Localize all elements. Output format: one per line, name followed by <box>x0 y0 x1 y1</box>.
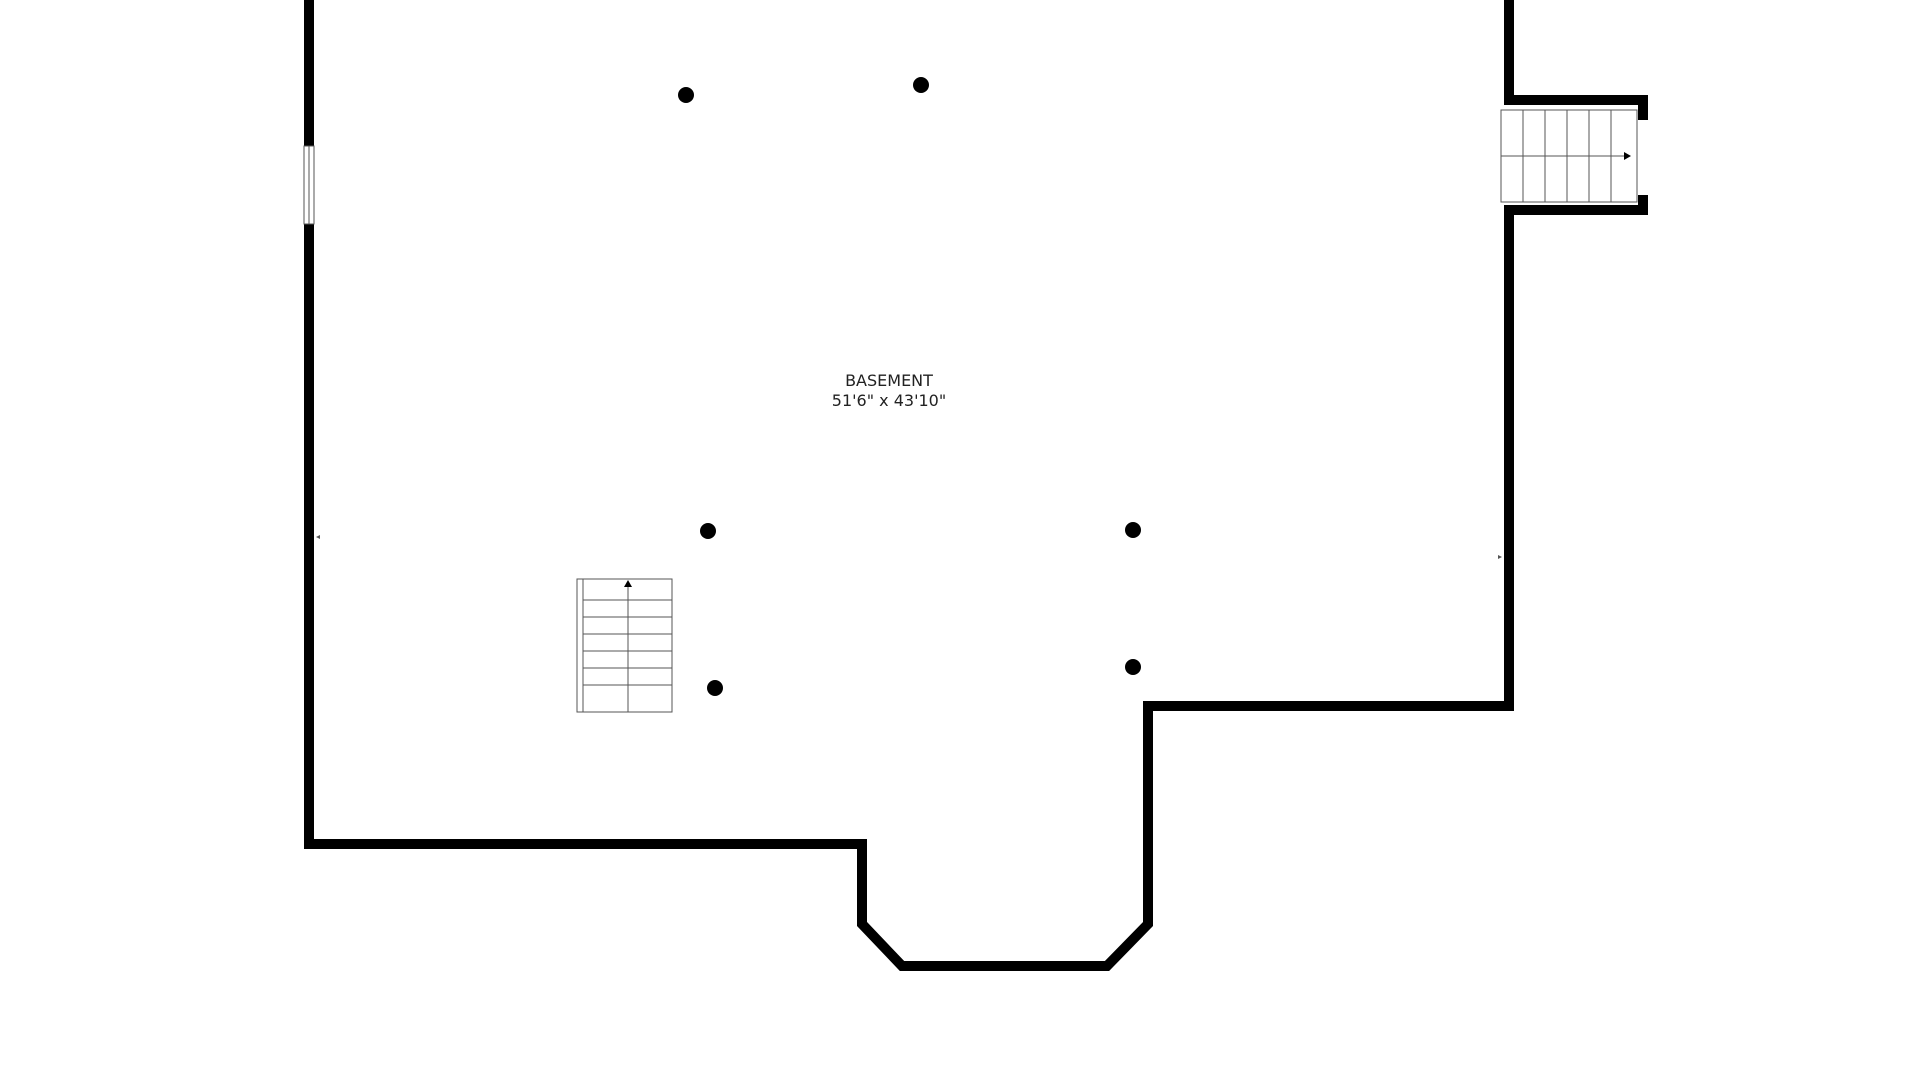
room-basement: BASEMENT 51'6" x 43'10" <box>832 371 946 410</box>
column <box>700 523 716 539</box>
stair-right-arrow-icon <box>1624 152 1631 160</box>
window <box>303 145 315 225</box>
stair-outline <box>576 578 673 713</box>
staircase-exterior <box>1500 109 1638 203</box>
wall-stair-bumpout-bottom <box>1504 195 1648 215</box>
column <box>678 87 694 103</box>
column <box>1125 659 1141 675</box>
marker-left-icon <box>316 535 320 539</box>
wall-main-outline <box>304 210 1514 971</box>
column <box>707 680 723 696</box>
marker-right-icon <box>1498 555 1502 559</box>
wall-markers <box>316 535 1502 559</box>
room-dimensions: 51'6" x 43'10" <box>832 391 946 410</box>
stair-up-arrow-icon <box>624 580 632 587</box>
column <box>913 77 929 93</box>
staircase-interior <box>576 578 673 713</box>
column <box>1125 522 1141 538</box>
exterior-walls <box>304 0 1648 971</box>
wall-stair-bumpout-top <box>1504 95 1648 120</box>
support-columns <box>678 77 1141 696</box>
room-name: BASEMENT <box>845 371 933 390</box>
